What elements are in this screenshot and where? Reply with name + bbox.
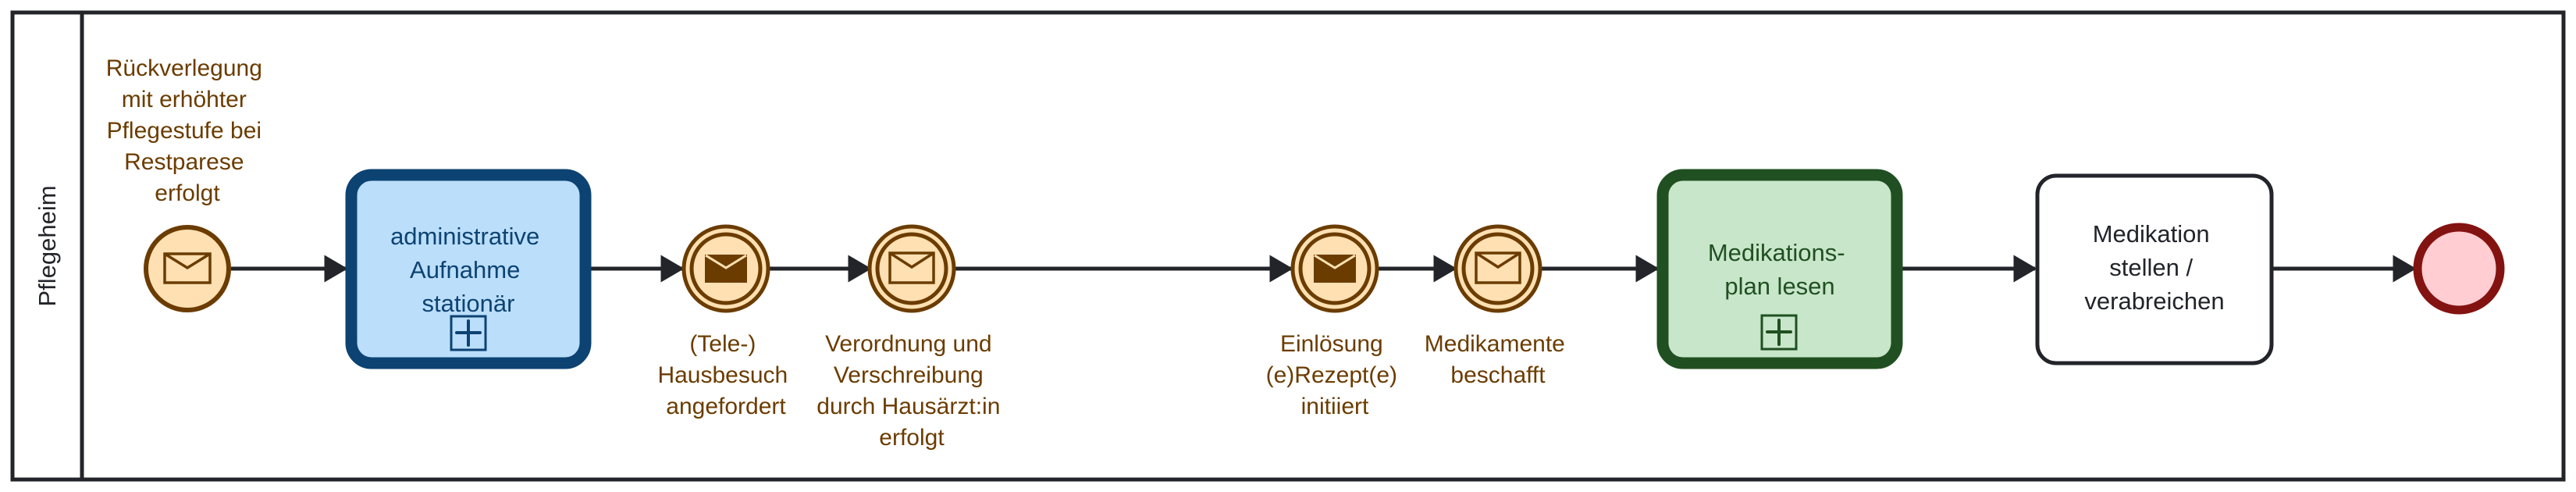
end-event[interactable]	[2413, 223, 2505, 315]
label-line: plan lesen	[1724, 273, 1834, 300]
start-event-label: Rückverlegung mit erhöhter Pflegestufe b…	[106, 55, 269, 206]
label-line: administrative	[390, 223, 539, 250]
hausbesuch-label: (Tele-) Hausbesuch angefordert	[657, 331, 794, 419]
expand-plus-icon[interactable]	[450, 315, 487, 351]
label-line: stellen /	[2109, 254, 2193, 281]
label-line: (Tele-)	[689, 331, 756, 357]
label-line: Medikation	[2093, 220, 2210, 248]
task-label: Medikation stellen / verabreichen	[2084, 220, 2224, 315]
label-line: Medikamente	[1425, 331, 1565, 357]
label-line: Restparese	[124, 149, 244, 175]
envelope-filled-icon	[705, 254, 747, 283]
label-line: mit erhöhter	[122, 87, 247, 112]
label-line: Hausbesuch	[657, 362, 788, 388]
label-line: durch Hausärzt:in	[817, 394, 1000, 419]
label-line: Einlösung	[1280, 331, 1383, 357]
envelope-outline-icon	[1475, 251, 1521, 284]
label-line: beschafft	[1450, 362, 1546, 388]
medikamente-label: Medikamente beschafft	[1425, 331, 1571, 388]
label-line: angefordert	[666, 394, 786, 419]
verordnung-label: Verordnung und Verschreibung durch Hausä…	[817, 331, 1006, 451]
intermediate-event-medikamente[interactable]	[1453, 224, 1542, 313]
label-line: Verordnung und	[825, 331, 992, 357]
envelope-outline-icon	[163, 252, 212, 284]
label-line: stationär	[422, 290, 515, 317]
subprocess-administrative-aufnahme[interactable]: administrative Aufnahme stationär	[345, 169, 592, 369]
label-line: erfolgt	[879, 425, 945, 451]
label-line: verabreichen	[2084, 287, 2224, 315]
expand-plus-icon[interactable]	[1760, 314, 1798, 351]
label-line: initiiert	[1301, 394, 1369, 419]
intermediate-event-hausbesuch[interactable]	[681, 224, 770, 313]
label-line: Pflegestufe bei	[107, 118, 262, 144]
lane-label: Pflegeheim	[34, 185, 61, 306]
label-line: Rückverlegung	[106, 55, 262, 81]
label-line: Verschreibung	[834, 362, 984, 388]
intermediate-event-einloesung[interactable]	[1290, 224, 1379, 313]
subprocess-label: administrative Aufnahme stationär	[390, 223, 546, 317]
envelope-outline-icon	[888, 251, 935, 284]
envelope-filled-icon	[1314, 254, 1356, 283]
subprocess-label: Medikations- plan lesen	[1708, 239, 1852, 300]
task-medikation-stellen[interactable]: Medikation stellen / verabreichen	[2035, 173, 2274, 365]
label-line: Aufnahme	[410, 256, 520, 283]
label-line: erfolgt	[155, 180, 220, 206]
start-event[interactable]	[144, 225, 231, 312]
label-line: Medikations-	[1708, 239, 1845, 266]
einloesung-label: Einlösung (e)Rezept(e) initiiert	[1266, 331, 1404, 419]
label-line: (e)Rezept(e)	[1266, 362, 1397, 388]
subprocess-medikationsplan-lesen[interactable]: Medikations- plan lesen	[1656, 169, 1903, 369]
intermediate-event-verordnung[interactable]	[867, 224, 956, 313]
